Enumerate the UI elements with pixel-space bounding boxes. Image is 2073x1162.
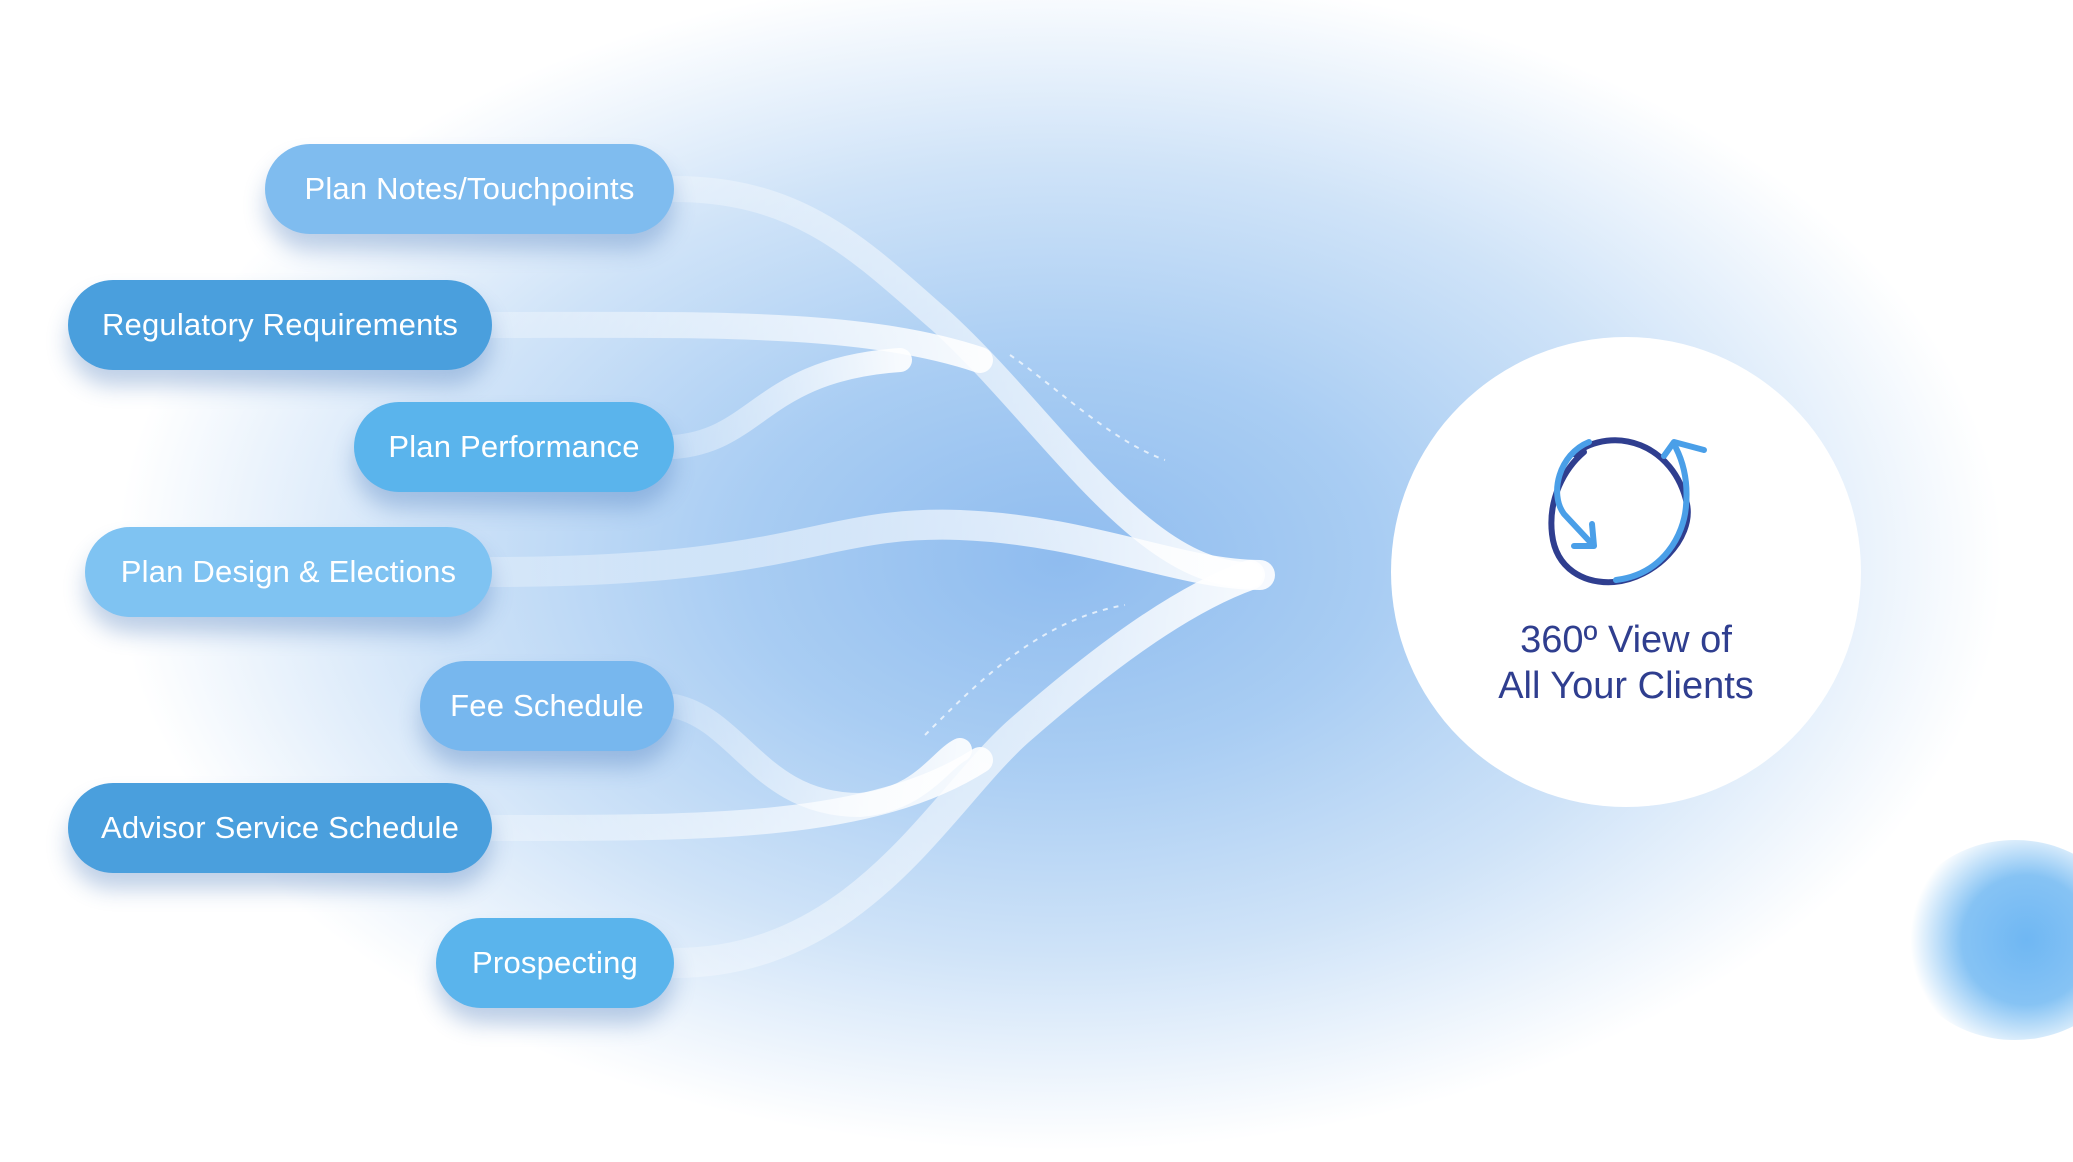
flow-line-advisor: [479, 747, 993, 842]
source-pill-regulatory: Regulatory Requirements: [68, 280, 492, 370]
source-pill-plan-notes: Plan Notes/Touchpoints: [265, 144, 674, 234]
source-label: Prospecting: [472, 945, 638, 980]
circular-arrows-icon: [1548, 437, 1707, 586]
hub-title-line-1: 360º View of: [1520, 619, 1732, 661]
source-pill-fee: Fee Schedule: [420, 661, 674, 751]
flow-line-prospecting: [659, 560, 1265, 978]
flow-line-regulatory: [479, 311, 993, 373]
source-label: Plan Notes/Touchpoints: [304, 171, 635, 206]
source-pill-design: Plan Design & Elections: [85, 527, 492, 617]
hub-title-line-2: All Your Clients: [1498, 665, 1754, 707]
hub-circle: 360º View of All Your Clients: [1391, 337, 1861, 807]
flow-line-performance: [662, 348, 912, 459]
source-label: Plan Design & Elections: [120, 554, 457, 589]
dashed-accent-upper: [1009, 354, 1166, 461]
source-label: Plan Performance: [388, 429, 640, 464]
decorative-blob: [1900, 840, 2073, 1040]
hub-title: 360º View of All Your Clients: [1391, 617, 1861, 709]
source-pill-performance: Plan Performance: [354, 402, 674, 492]
flow-line-plan-notes: [661, 176, 1263, 588]
source-label: Fee Schedule: [450, 688, 644, 723]
source-pill-prospecting: Prospecting: [436, 918, 674, 1008]
dashed-accent-lower: [924, 604, 1126, 736]
source-label: Advisor Service Schedule: [100, 810, 460, 845]
source-pill-advisor: Advisor Service Schedule: [68, 783, 492, 873]
flow-line-design: [477, 509, 1275, 590]
source-label: Regulatory Requirements: [101, 307, 459, 342]
